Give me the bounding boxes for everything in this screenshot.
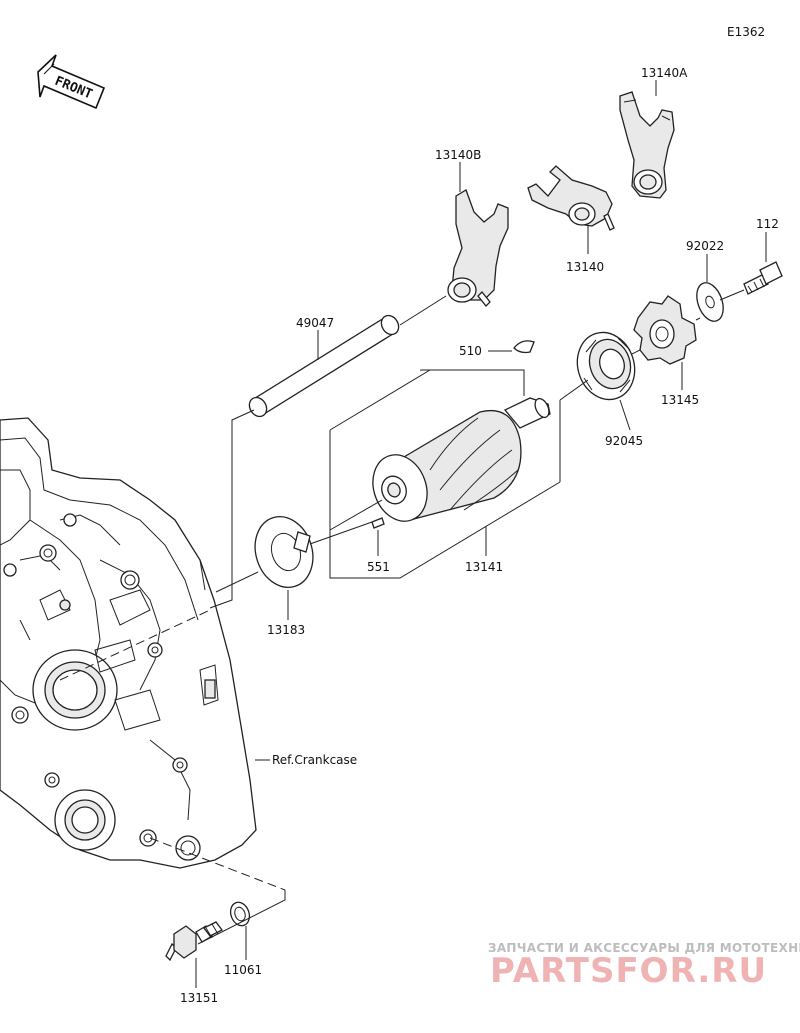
shift-fork-icon [527, 165, 615, 231]
label-92022: 92022 [686, 239, 724, 253]
shift-fork-b-icon [447, 189, 509, 307]
label-510: 510 [459, 344, 482, 358]
key-icon [513, 340, 535, 354]
shift-fork-a-icon [619, 91, 675, 199]
front-arrow-icon: FRONT [37, 54, 106, 110]
washer-icon [696, 282, 724, 322]
gasket-icon [229, 901, 251, 927]
crankcase-icon [0, 417, 257, 869]
bearing-icon [576, 331, 636, 401]
drum-holder-icon [633, 295, 697, 365]
label-13140: 13140 [566, 260, 604, 274]
cam-plate-icon [254, 516, 314, 588]
watermark-logo: ЗАПЧАСТИ И АКСЕССУАРЫ ДЛЯ МОТОТЕХНИКИ PA… [488, 941, 800, 991]
label-13183: 13183 [267, 623, 305, 637]
label-13140b: 13140B [435, 148, 481, 162]
pin-icon [371, 517, 385, 529]
diagram-code: E1362 [727, 25, 765, 39]
shift-shaft-icon [248, 314, 400, 418]
label-92045: 92045 [605, 434, 643, 448]
assembly-lines [59, 289, 745, 945]
label-49047: 49047 [296, 316, 334, 330]
shift-drum-icon [372, 397, 551, 522]
watermark-tagline: ЗАПЧАСТИ И АКСЕССУАРЫ ДЛЯ МОТОТЕХНИКИ [488, 941, 800, 955]
label-13140a: 13140A [641, 66, 688, 80]
watermark-brand: PARTSFOR.RU [490, 951, 767, 991]
reference-crankcase-label: Ref.Crankcase [272, 753, 357, 767]
label-13145: 13145 [661, 393, 699, 407]
neutral-switch-icon [165, 921, 223, 962]
label-leaders [195, 80, 767, 988]
bolt-icon [743, 261, 783, 295]
label-13141: 13141 [465, 560, 503, 574]
label-13151: 13151 [180, 991, 218, 1005]
label-551: 551 [367, 560, 390, 574]
label-112: 112 [756, 217, 779, 231]
label-11061: 11061 [224, 963, 262, 977]
